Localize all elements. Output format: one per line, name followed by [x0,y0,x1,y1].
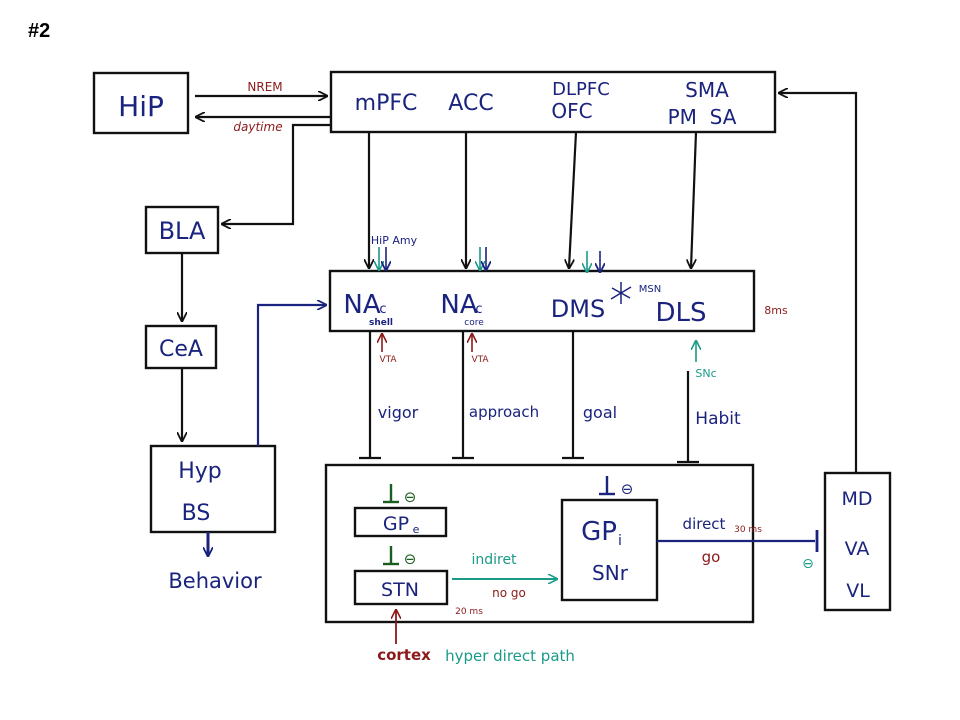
gpe-sub: e [413,523,420,536]
stn-theta-icon: ⊖ [404,550,417,568]
msn-label: MSN [639,284,661,295]
30ms-label: 30 ms [734,525,762,535]
go-label: go [702,548,721,566]
gpe-theta-icon: ⊖ [404,488,417,506]
vl-label: VL [846,580,870,602]
va-label: VA [845,538,870,560]
nac-shell-sub: c [379,302,386,317]
bs-label: BS [182,501,211,526]
bg-output-box [324,463,755,624]
pm-sa-label: PM SA [668,105,737,129]
gpe-inhibition-mark [383,484,399,504]
nrem-label: NREM [247,80,282,94]
thalamus-box [823,471,892,612]
bla-label: BLA [159,217,206,245]
direct-path-inhibition [657,530,819,552]
goal-label: goal [583,403,617,422]
vigor-inhibition [359,331,381,460]
daytime-label: daytime [233,120,282,134]
stn-inhibition-mark [383,546,399,566]
gpi-inhibition-mark [599,476,615,496]
no-go-label: no go [492,586,526,600]
vta-shell-label: VTA [379,355,397,365]
20ms-label: 20 ms [455,607,483,617]
direct-label: direct [683,515,726,533]
stn-label: STN [381,579,419,601]
sma-to-dls-arrow [691,131,698,268]
ofc-label: OFC [551,99,592,123]
cortex-box [329,70,777,134]
cortex-label: cortex [377,646,431,664]
gpi-label: GP [581,517,617,547]
habit-inhibition [677,371,699,464]
hyp-label: Hyp [178,459,222,484]
8ms-label: 8ms [764,304,788,317]
gpe-box [353,506,448,538]
hip-label: HiP [118,90,164,123]
goal-inhibition [562,331,584,460]
dms-label: DMS [551,295,605,323]
acc-label: ACC [448,91,493,116]
dlpfc-label: DLPFC [552,79,610,100]
hyp-bs-box [149,444,277,534]
cortex-to-bla-arrow [222,123,331,224]
snr-label: SNr [592,561,629,585]
gpi-sub: i [618,533,622,549]
thalamus-theta-icon: ⊖ [802,556,814,572]
slide-number: #2 [28,20,51,42]
msn-star-icon [610,282,632,304]
core-label: core [464,318,484,328]
md-label: MD [841,488,872,510]
vta-core-label: VTA [471,355,489,365]
nac-core-sub: c [475,302,482,317]
vigor-label: vigor [378,403,419,422]
thalamus-to-cortex-arrow [779,93,858,473]
gpe-label: GP [383,513,409,535]
gpi-snr-box [560,498,659,602]
nac-shell-label: NA [343,290,380,320]
hip-amy-label: HiP Amy [371,234,418,247]
approach-label: approach [469,403,539,421]
stn-box [353,569,449,606]
behavior-label: Behavior [168,569,262,593]
approach-inhibition [452,331,474,460]
snc-label: SNc [695,367,716,380]
hyp-to-striatum-arrow [256,305,326,446]
nac-core-label: NA [440,290,477,320]
hip-box [92,71,190,135]
sma-label: SMA [685,78,729,102]
hyperdirect-label: hyper direct path [445,647,575,665]
indirect-label: indiret [471,552,517,568]
striatum-box [328,269,756,333]
cea-label: CeA [159,337,203,362]
gpi-theta-icon: ⊖ [621,480,634,498]
dlpfc-to-dms-arrow [569,131,578,268]
mpfc-label: mPFC [355,91,418,116]
shell-label: shell [369,318,393,328]
dls-label: DLS [655,298,706,328]
habit-label: Habit [695,409,741,429]
